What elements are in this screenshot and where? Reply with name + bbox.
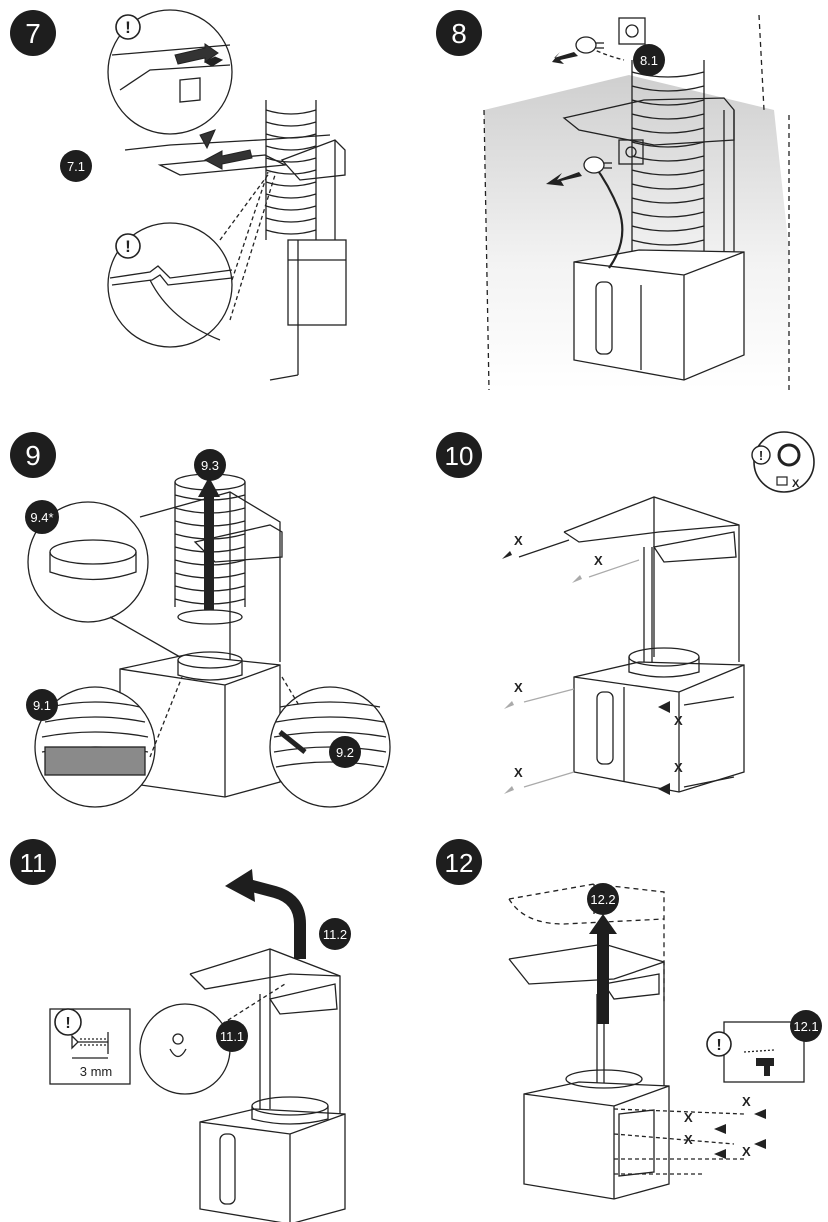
svg-text:12.1: 12.1: [793, 1019, 818, 1034]
svg-text:!: !: [65, 1015, 70, 1032]
svg-text:8.1: 8.1: [640, 53, 658, 68]
warning-icon: !: [54, 1008, 82, 1036]
svg-text:9: 9: [25, 440, 41, 471]
drill-icon: [756, 1058, 774, 1076]
screw-icon: X: [776, 476, 800, 490]
svg-text:10: 10: [445, 441, 474, 471]
svg-text:X: X: [674, 713, 683, 728]
step-11-panel: ! 3 mm 11 11.2 11.1: [0, 814, 414, 1222]
callout-11-2: 11.2: [319, 918, 351, 950]
step-number-badge: 8: [436, 10, 482, 56]
svg-text:X: X: [514, 680, 523, 695]
svg-text:X: X: [594, 553, 603, 568]
step-number-badge: 12: [436, 839, 482, 885]
step-8-panel: 8 8.1: [414, 0, 828, 407]
warning-icon: !: [115, 233, 141, 259]
rotate-icon: [777, 443, 801, 467]
callout-9-2: 9.2: [329, 736, 361, 768]
svg-text:X: X: [674, 760, 683, 775]
svg-text:X: X: [684, 1132, 693, 1147]
svg-text:9.2: 9.2: [336, 745, 354, 760]
callout-9-1: 9.1: [26, 689, 58, 721]
svg-text:8: 8: [451, 18, 467, 49]
svg-text:9.4*: 9.4*: [30, 510, 53, 525]
svg-text:X: X: [792, 478, 800, 490]
step-number-badge: 7: [10, 10, 56, 56]
svg-text:7: 7: [25, 18, 41, 49]
step-10-illustration: X X X X X X ! X 10: [436, 431, 815, 795]
svg-text:!: !: [125, 18, 131, 37]
screw-icon: [518, 539, 735, 788]
callout-9-3: 9.3: [194, 449, 226, 481]
step-10-panel: X X X X X X ! X 10: [414, 407, 828, 814]
svg-text:X: X: [514, 533, 523, 548]
step-9-panel: 9 9.3 9.4* 9.1 9.2: [0, 407, 414, 814]
warning-icon: !: [706, 1031, 732, 1057]
svg-text:!: !: [759, 448, 763, 463]
step-11-illustration: ! 3 mm 11 11.2 11.1: [10, 839, 351, 1222]
callout-8-1: 8.1: [633, 44, 665, 76]
svg-text:9.1: 9.1: [33, 698, 51, 713]
svg-text:!: !: [716, 1037, 721, 1054]
svg-text:7.1: 7.1: [67, 159, 85, 174]
callout-12-2: 12.2: [587, 883, 619, 915]
svg-text:X: X: [684, 1110, 693, 1125]
step-number-badge: 11: [10, 839, 56, 885]
warning-icon: !: [115, 14, 141, 40]
svg-text:X: X: [742, 1094, 751, 1109]
screw-length: 3 mm: [80, 1064, 113, 1079]
step-number-badge: 9: [10, 432, 56, 478]
callout-12-1: 12.1: [790, 1010, 822, 1042]
plug-icon: [575, 36, 604, 54]
callout-9-4: 9.4*: [25, 500, 59, 534]
callout-11-1: 11.1: [216, 1020, 248, 1052]
step-9-illustration: 9 9.3 9.4* 9.1 9.2: [10, 432, 391, 808]
svg-text:11: 11: [20, 848, 47, 878]
step-7-panel: ! ! 7 7.1: [0, 0, 414, 407]
svg-text:X: X: [742, 1144, 751, 1159]
step-8-illustration: 8 8.1: [436, 10, 790, 391]
step-12-panel: X X X X ! 12 12.2 12.1: [414, 814, 828, 1221]
svg-text:9.3: 9.3: [201, 458, 219, 473]
svg-text:X: X: [514, 765, 523, 780]
step-number-badge: 10: [436, 432, 482, 478]
callout-7-1: 7.1: [60, 150, 92, 182]
svg-text:11.2: 11.2: [323, 927, 347, 942]
plug-icon: [583, 156, 612, 174]
svg-text:12: 12: [445, 848, 474, 878]
step-12-illustration: X X X X ! 12 12.2 12.1: [436, 839, 822, 1200]
svg-text:11.1: 11.1: [220, 1029, 244, 1044]
svg-text:12.2: 12.2: [590, 892, 615, 907]
svg-text:!: !: [125, 237, 131, 256]
step-7-illustration: ! ! 7 7.1: [10, 9, 347, 381]
